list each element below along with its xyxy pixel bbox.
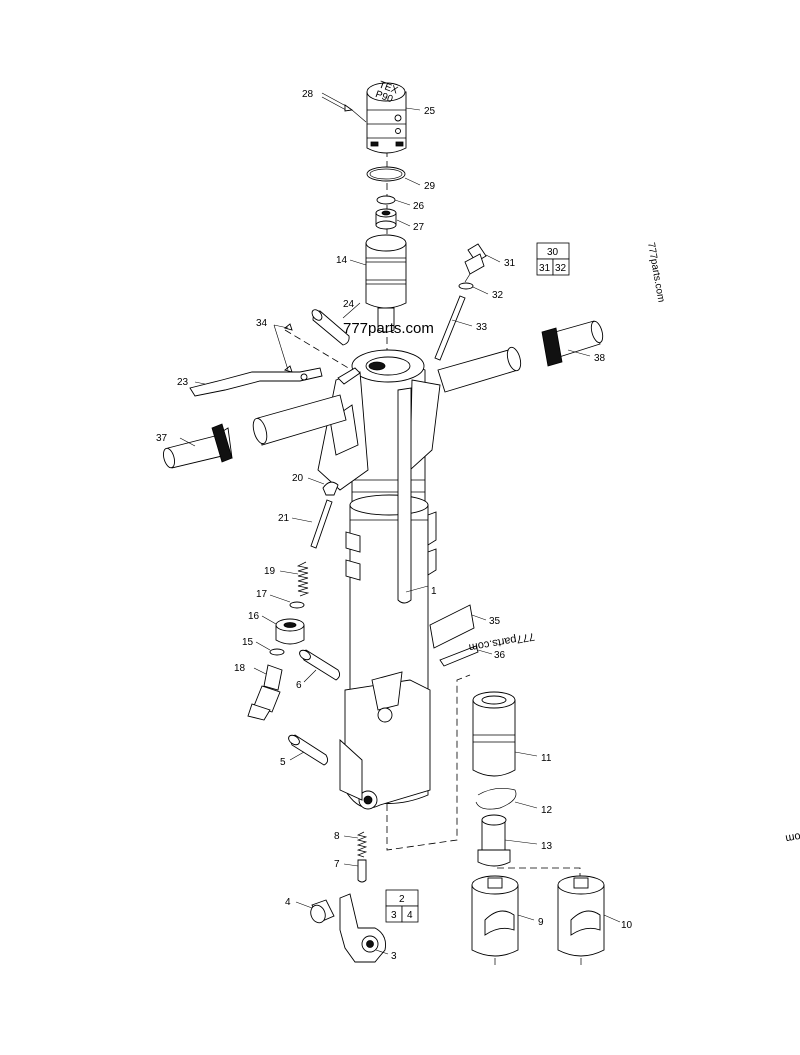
label-part-3: 3 — [391, 951, 397, 962]
callout-labels: 28 25 29 26 27 14 31 32 24 33 34 38 23 3… — [156, 89, 633, 962]
part-14-piston — [365, 234, 407, 333]
kit-bottom-left: 3 — [391, 910, 397, 921]
part-29-o-ring — [366, 166, 406, 182]
label-part-5: 5 — [280, 757, 286, 768]
kit-bottom-header: 2 — [399, 894, 405, 905]
label-part-8: 8 — [334, 831, 340, 842]
part-20-cap — [322, 481, 339, 496]
part-36-label — [439, 645, 479, 667]
part-28-pin — [321, 92, 367, 123]
part-23-latch-lever — [189, 367, 361, 397]
label-part-21: 21 — [278, 513, 290, 524]
label-part-29: 29 — [424, 181, 436, 192]
part-21-rod — [310, 499, 333, 549]
label-part-13: 13 — [541, 841, 553, 852]
part-5-pin — [288, 734, 329, 766]
part-15-washer — [269, 648, 285, 656]
part-18-plug — [247, 664, 283, 721]
label-part-17: 17 — [256, 589, 268, 600]
part-17-washer — [289, 601, 305, 609]
part-11-retainer — [472, 691, 516, 777]
part-27-valve — [375, 208, 397, 230]
latch-guide-line — [284, 329, 361, 376]
leader-lines — [179, 107, 621, 955]
part-7-pin — [357, 859, 367, 883]
kit-top-right: 32 — [555, 263, 567, 274]
label-part-38: 38 — [594, 353, 606, 364]
label-part-28: 28 — [302, 89, 314, 100]
part-19-spring — [296, 561, 310, 597]
part-24-pin — [311, 309, 350, 346]
part-8-spring — [356, 831, 368, 858]
kit-top-left: 31 — [539, 263, 551, 274]
label-part-27: 27 — [413, 222, 425, 233]
label-part-15: 15 — [242, 637, 254, 648]
part-9-chuck — [471, 875, 519, 965]
label-part-26: 26 — [413, 201, 425, 212]
kit-table-top: 30 31 32 — [536, 242, 570, 276]
label-part-18: 18 — [234, 663, 246, 674]
part-25-top-cap: TEX P90 — [366, 80, 407, 154]
label-part-37: 37 — [156, 433, 168, 444]
watermark-edge: om — [784, 830, 800, 844]
label-part-12: 12 — [541, 805, 553, 816]
part-13-bushing — [477, 814, 511, 867]
watermark-right: 777parts.com — [645, 242, 666, 304]
label-part-6: 6 — [296, 680, 302, 691]
watermark-center: 777parts.com — [343, 320, 434, 337]
label-part-10: 10 — [621, 920, 633, 931]
label-part-1: 1 — [431, 586, 437, 597]
chisel-guide-line — [386, 674, 471, 851]
part-12-snap-ring — [475, 788, 517, 810]
part-26-disc — [376, 195, 396, 205]
label-part-14: 14 — [336, 255, 348, 266]
part-34-pins — [284, 323, 293, 373]
part-37-left-grip — [163, 394, 347, 469]
label-part-23: 23 — [177, 377, 189, 388]
label-part-34: 34 — [256, 318, 268, 329]
label-part-33: 33 — [476, 322, 488, 333]
part-6-pin — [299, 649, 341, 681]
part-16-nut — [275, 618, 305, 645]
part-4-sleeve — [310, 899, 335, 924]
part-31-fitting — [464, 243, 487, 283]
part-3-latch — [339, 893, 386, 963]
label-part-35: 35 — [489, 616, 501, 627]
part-32-washer — [458, 282, 474, 290]
kit-table-bottom: 2 3 4 — [385, 889, 419, 923]
label-part-36: 36 — [494, 650, 506, 661]
label-part-19: 19 — [264, 566, 276, 577]
label-part-7: 7 — [334, 859, 340, 870]
label-part-20: 20 — [292, 473, 304, 484]
part-38-right-grip — [437, 320, 604, 393]
label-part-11: 11 — [541, 753, 552, 764]
part-1-main-body — [317, 349, 441, 810]
part-35-label — [429, 604, 475, 649]
kit-top-header: 30 — [547, 247, 559, 258]
label-part-25: 25 — [424, 106, 436, 117]
label-part-4: 4 — [285, 897, 291, 908]
kit-bottom-right: 4 — [407, 910, 413, 921]
label-part-32: 32 — [492, 290, 504, 301]
part-10-chuck — [557, 875, 605, 965]
label-part-9: 9 — [538, 917, 544, 928]
label-part-16: 16 — [248, 611, 260, 622]
part-33-rod — [434, 295, 466, 361]
label-part-24: 24 — [343, 299, 355, 310]
label-part-31: 31 — [504, 258, 516, 269]
